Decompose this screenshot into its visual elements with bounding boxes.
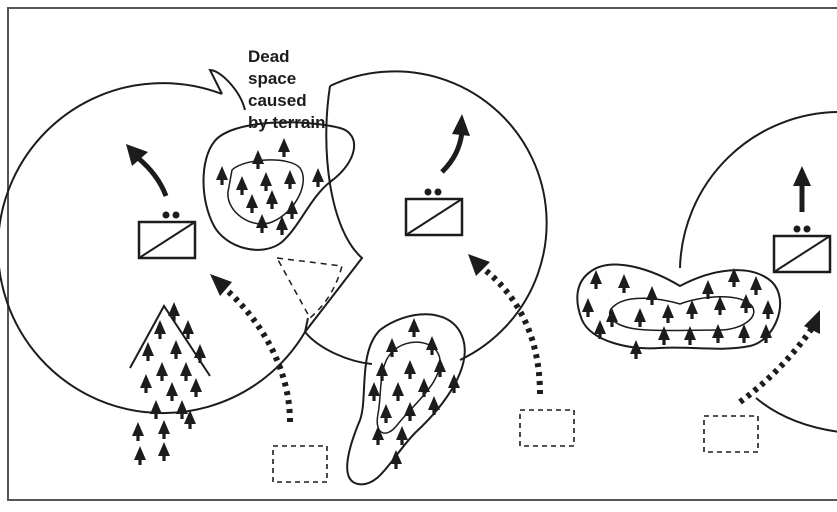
- label-line-3: caused: [248, 91, 307, 110]
- conifer-tree-icon: [312, 168, 324, 187]
- dead-space-trees: [216, 138, 324, 235]
- left-sector-of-fire: [0, 82, 309, 415]
- conifer-tree-icon: [684, 326, 696, 345]
- conifer-tree-icon: [392, 382, 404, 401]
- movement-arrow-right: [793, 166, 811, 212]
- conifer-tree-icon: [150, 400, 162, 419]
- movement-arrow-left: [126, 144, 169, 197]
- conifer-tree-icon: [180, 362, 192, 381]
- right-ridge-outer: [576, 263, 782, 350]
- conifer-tree-icon: [712, 324, 724, 343]
- diagram-frame: [7, 7, 837, 501]
- dashed-arrow-left: [210, 274, 293, 423]
- conifer-tree-icon: [428, 396, 440, 415]
- conifer-tree-icon: [380, 404, 392, 423]
- dead-space-hill-inner: [227, 159, 305, 225]
- conifer-tree-icon: [702, 280, 714, 299]
- right-ridge-trees: [582, 268, 774, 359]
- conifer-tree-icon: [404, 360, 416, 379]
- label-line-4: by terrain: [248, 113, 325, 132]
- conifer-tree-icon: [376, 362, 388, 381]
- conifer-tree-icon: [158, 442, 170, 461]
- conifer-tree-icon: [434, 358, 446, 377]
- conifer-tree-icon: [646, 286, 658, 305]
- conifer-tree-icon: [168, 302, 180, 321]
- left-sector-top-notch: [208, 68, 246, 111]
- label-line-2: space: [248, 69, 296, 88]
- conifer-tree-icon: [658, 326, 670, 345]
- right-sector-of-fire: [679, 111, 837, 433]
- left-sector-notch: [129, 304, 211, 377]
- movement-arrow-middle: [440, 114, 470, 174]
- right-ridge-inner: [609, 296, 755, 332]
- conifer-tree-icon: [630, 340, 642, 359]
- conifer-tree-icon: [260, 172, 272, 191]
- assembly-box-right: [703, 415, 759, 453]
- dead-space-wedge: [275, 257, 343, 320]
- conifer-tree-icon: [166, 382, 178, 401]
- conifer-tree-icon: [408, 318, 420, 337]
- conifer-tree-icon: [686, 300, 698, 319]
- conifer-tree-icon: [582, 298, 594, 317]
- dashed-arrow-middle: [468, 254, 543, 395]
- conifer-tree-icon: [140, 374, 152, 393]
- conifer-tree-icon: [386, 338, 398, 357]
- conifer-tree-icon: [634, 308, 646, 327]
- conifer-tree-icon: [418, 378, 430, 397]
- unit-left: [137, 211, 197, 260]
- conifer-tree-icon: [156, 362, 168, 381]
- conifer-tree-icon: [284, 170, 296, 189]
- label-line-1: Dead: [248, 47, 290, 66]
- conifer-tree-icon: [390, 450, 402, 469]
- conifer-tree-icon: [216, 166, 228, 185]
- assembly-box-left: [272, 445, 328, 483]
- dead-space-label: Dead space caused by terrain: [248, 47, 325, 132]
- conifer-tree-icon: [426, 336, 438, 355]
- conifer-tree-icon: [662, 304, 674, 323]
- conifer-tree-icon: [170, 340, 182, 359]
- conifer-tree-icon: [266, 190, 278, 209]
- conifer-tree-icon: [190, 378, 202, 397]
- unit-middle: [404, 188, 464, 237]
- conifer-tree-icon: [286, 200, 298, 219]
- conifer-tree-icon: [132, 422, 144, 441]
- assembly-box-middle: [519, 409, 575, 447]
- conifer-tree-icon: [372, 426, 384, 445]
- conifer-tree-icon: [606, 308, 618, 327]
- conifer-tree-icon: [368, 382, 380, 401]
- conifer-tree-icon: [158, 420, 170, 439]
- conifer-tree-icon: [278, 138, 290, 157]
- middle-hill-outer: [346, 313, 466, 486]
- middle-sector-left-edge: [303, 85, 373, 365]
- conifer-tree-icon: [618, 274, 630, 293]
- conifer-tree-icon: [750, 276, 762, 295]
- ridge-trees: [132, 302, 206, 465]
- conifer-tree-icon: [762, 300, 774, 319]
- conifer-tree-icon: [714, 296, 726, 315]
- conifer-tree-icon: [246, 194, 258, 213]
- conifer-tree-icon: [252, 150, 264, 169]
- conifer-tree-icon: [134, 446, 146, 465]
- middle-hill-trees: [368, 318, 460, 469]
- conifer-tree-icon: [590, 270, 602, 289]
- dashed-arrow-right: [738, 310, 820, 405]
- conifer-tree-icon: [176, 400, 188, 419]
- middle-sector-of-fire: [329, 70, 548, 361]
- conifer-tree-icon: [236, 176, 248, 195]
- unit-right: [772, 225, 832, 274]
- dead-space-hill-outer: [202, 121, 356, 251]
